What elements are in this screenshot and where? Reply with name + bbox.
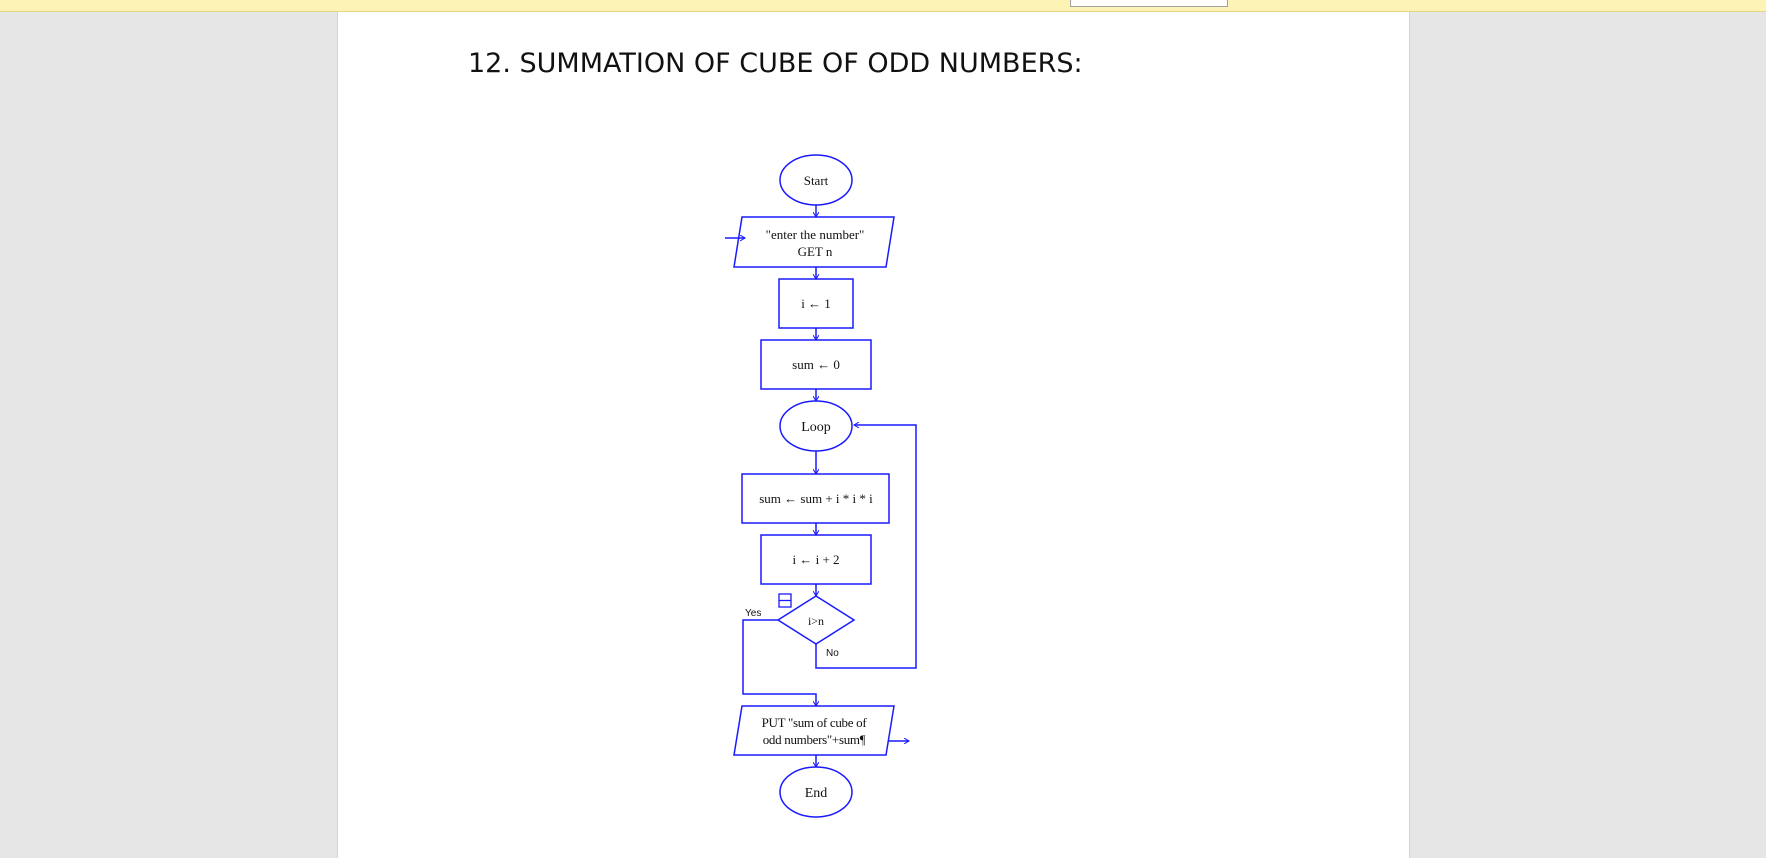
page-heading: 12. SUMMATION OF CUBE OF ODD NUMBERS: [468,48,1083,79]
update-sum-label: sum ← sum + i * i * i [759,491,873,506]
notification-bar [0,0,1766,12]
input-prompt-label: "enter the number" [766,227,865,242]
init-sum-process [760,339,872,390]
yes-label: Yes [745,608,761,619]
start-terminal [779,154,853,206]
document-page: 12. SUMMATION OF CUBE OF ODD NUMBERS: [337,12,1410,858]
loop-label: Loop [801,420,831,435]
end-terminal [779,766,853,818]
init-i-process [778,278,854,329]
condition-decision [776,595,856,645]
output-line2-label: odd numbers"+sum¶ [763,732,866,747]
update-sum-process [741,473,890,524]
notification-bar-button[interactable] [1070,0,1228,7]
output-line1-label: PUT "sum of cube of [762,715,868,730]
connector-yes-branch [742,619,816,706]
connector-no-branch [815,425,917,669]
collapse-icon[interactable] [778,593,792,608]
loop-connector [779,400,853,452]
update-i-label: i ← i + 2 [792,552,839,567]
init-i-label: i ← 1 [801,296,831,311]
flowchart-diagram: Start "enter the number" GET n i ← 1 sum… [725,154,917,818]
input-parallelogram [733,216,895,268]
input-get-label: GET n [798,244,833,259]
end-label: End [805,786,828,801]
condition-label: i>n [808,614,824,628]
update-i-process [760,534,872,585]
init-sum-label: sum ← 0 [792,357,840,372]
start-label: Start [804,173,829,188]
no-label: No [826,648,839,659]
output-parallelogram [733,705,895,756]
